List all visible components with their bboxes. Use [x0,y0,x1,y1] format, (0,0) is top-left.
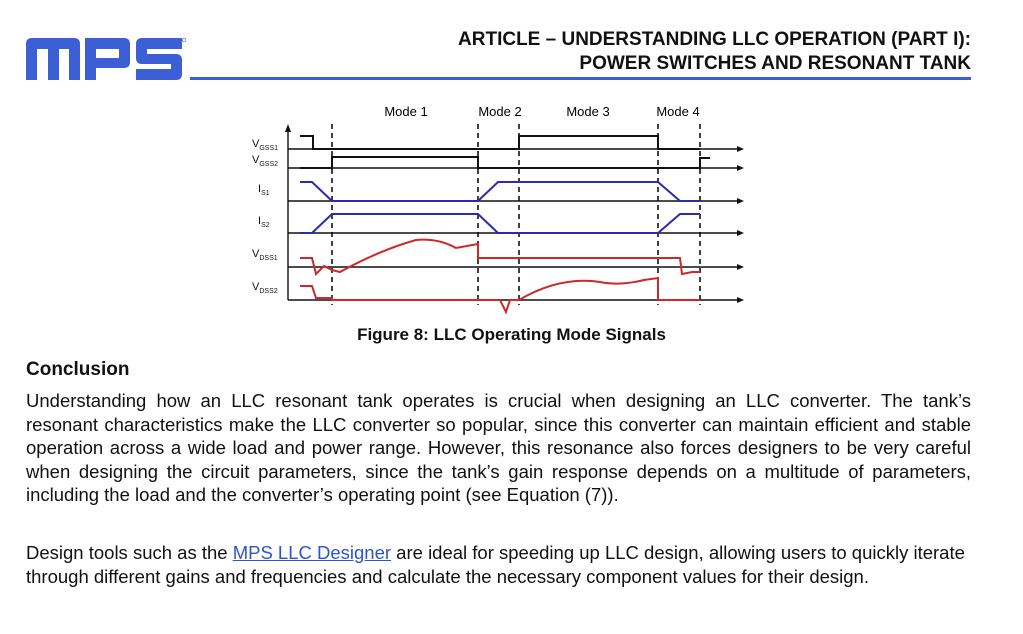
figure-caption: Figure 8: LLC Operating Mode Signals [357,325,666,344]
mps-llc-designer-link[interactable]: MPS LLC Designer [232,542,392,563]
paragraph-2-text-after: are ideal for speeding up LLC design, al… [26,542,965,587]
signal-label-vgs2: VGSS2 [252,154,278,168]
signal-label-is1: IS1 [258,183,270,197]
header-rule [190,77,971,80]
paragraph-2-text-before: Design tools such as the [26,542,233,563]
section-heading-conclusion: Conclusion [26,359,130,380]
mode-label-2: Mode 2 [478,104,521,119]
title-line-1: ARTICLE – UNDERSTANDING LLC OPERATION (P… [458,29,971,50]
page-title: ARTICLE – UNDERSTANDING LLC OPERATION (P… [458,28,971,76]
mps-logo: mps [26,38,186,80]
gate-signals [300,135,710,169]
mode-label-1: Mode 1 [384,104,427,119]
mode-label-3: Mode 3 [566,104,609,119]
signal-label-is2: IS2 [258,215,270,229]
title-line-2: POWER SWITCHES AND RESONANT TANK [579,53,971,74]
llc-waveform-figure: Mode 1 Mode 2 Mode 3 Mode 4 VGSS1 VGSS2 … [252,104,744,315]
signal-label-vgs1: VGSS1 [252,138,278,152]
mode-label-4: Mode 4 [656,104,699,119]
paragraph-2: Design tools such as the MPS LLC Designe… [26,541,971,588]
paragraph-1: Understanding how an LLC resonant tank o… [26,390,971,505]
current-signals [300,181,700,234]
voltage-signals [300,238,700,315]
signal-label-vds2: VDSS2 [252,281,278,295]
signal-label-vds1: VDSS1 [252,248,278,262]
